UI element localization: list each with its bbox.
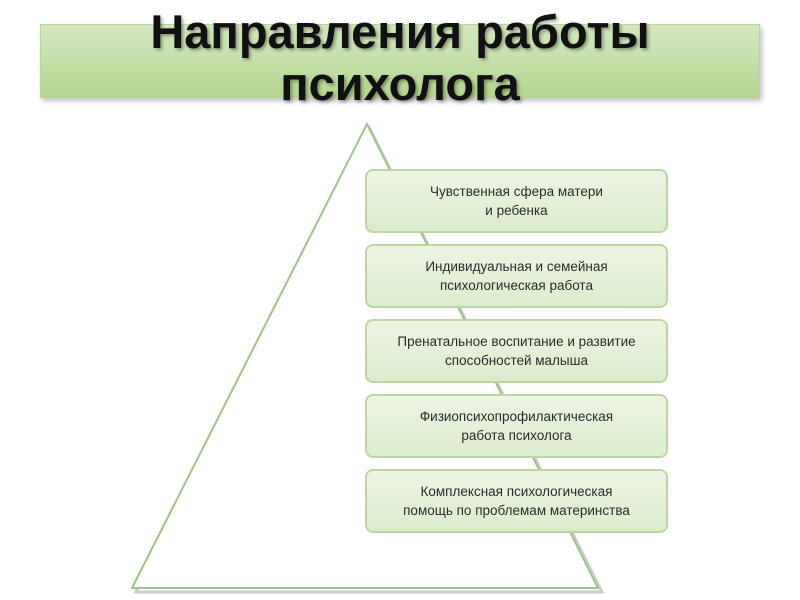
pyramid-level-1-label: Чувственная сфера матери и ребенка xyxy=(430,184,603,218)
pyramid-level-3: Пренатальное воспитание и развитие спосо… xyxy=(365,319,668,383)
slide-title: Направления работы психолога xyxy=(150,5,650,110)
pyramid-level-5-label: Комплексная психологическая помощь по пр… xyxy=(403,484,630,518)
pyramid-level-4-label: Физиопсихопрофилактическая работа психол… xyxy=(419,409,614,443)
pyramid-level-3-label: Пренатальное воспитание и развитие спосо… xyxy=(397,334,636,368)
pyramid-level-2: Индивидуальная и семейная психологическа… xyxy=(365,244,668,308)
title-banner xyxy=(40,24,760,98)
pyramid-level-2-label: Индивидуальная и семейная психологическа… xyxy=(425,259,608,293)
pyramid-level-4: Физиопсихопрофилактическая работа психол… xyxy=(365,394,668,458)
pyramid-level-5: Комплексная психологическая помощь по пр… xyxy=(365,469,668,533)
pyramid-level-1: Чувственная сфера матери и ребенка xyxy=(365,169,668,233)
